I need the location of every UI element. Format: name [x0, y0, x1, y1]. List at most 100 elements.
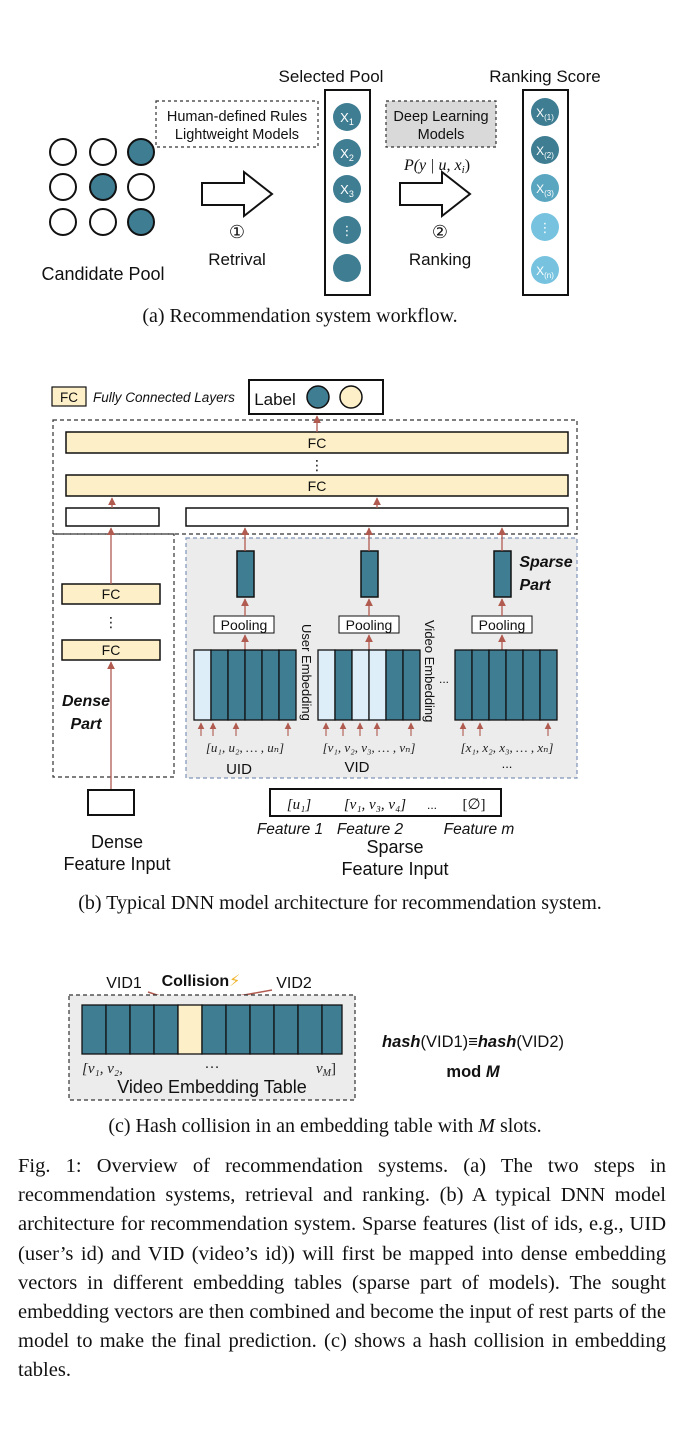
dense-feature-input-box	[87, 789, 135, 816]
embedding-cell	[261, 649, 280, 721]
sparse-part-line2: Part	[519, 577, 551, 594]
rules-line1: Human-defined Rules	[167, 109, 307, 125]
sparse-concat-box	[185, 507, 569, 527]
selected-item-circle	[333, 254, 361, 282]
candidate-circle	[49, 173, 77, 201]
legend-fc-swatch	[51, 386, 87, 407]
embedding-cell	[278, 649, 297, 721]
dense-fc-upper-text: FC	[102, 586, 121, 602]
table-slot	[225, 1004, 251, 1055]
dense-fc-dots: ⋮	[104, 614, 118, 630]
table-slot	[153, 1004, 179, 1055]
vid-pooling-text: Pooling	[346, 617, 393, 633]
dense-fc-lower-text: FC	[102, 642, 121, 658]
feature2-label: Feature 2	[337, 821, 404, 838]
panel-b-architecture: FC Fully Connected Layers Label FC ⋮ FC …	[51, 379, 602, 914]
selected-item-circle	[333, 175, 361, 203]
embedding-cell	[454, 649, 473, 721]
vid-pooled-vector	[360, 550, 379, 598]
panel-c-hash-collision: VID1 Collision⚡ VID2 [v₁, v₂, … vM] Vide…	[68, 973, 564, 1137]
panel-b-caption: (b) Typical DNN model architecture for r…	[78, 892, 602, 914]
legend-description: Fully Connected Layers	[93, 390, 235, 405]
table-slot	[249, 1004, 275, 1055]
dense-fc-lower	[61, 639, 161, 661]
vid2-label: VID2	[276, 975, 312, 992]
sparse-feat-u1: [u₁]	[287, 797, 312, 813]
ranking-score-title: Ranking Score	[489, 67, 601, 86]
candidate-pool-circles	[49, 138, 155, 236]
video-embedding-label: Video Embedding	[422, 620, 437, 722]
video-embedding-table-slots	[81, 1004, 343, 1055]
ranked-ellipsis: ⋮	[539, 220, 552, 235]
vid1-label: VID1	[106, 975, 142, 992]
ranked-item-label: X(1)	[536, 106, 554, 122]
selected-ellipsis: ⋮	[341, 223, 354, 238]
label-text: Label	[254, 390, 296, 409]
user-embedding-table	[193, 649, 297, 721]
panel-a-workflow: Candidate Pool Human-defined Rules Light…	[41, 67, 600, 327]
collision-label: Collision⚡	[162, 973, 241, 990]
mod-m: mod M	[446, 1063, 500, 1081]
tables-hdots: ...	[439, 672, 449, 686]
ranking-items: X(1) X(2) X(3) ⋮ X(n)	[531, 98, 559, 284]
feature-m-embedding-table	[454, 649, 558, 721]
candidate-circle	[127, 173, 155, 201]
table-label: Video Embedding Table	[117, 1077, 306, 1097]
panel-c-caption: (c) Hash collision in an embedding table…	[108, 1115, 541, 1137]
table-list-mid: …	[205, 1056, 220, 1072]
uid-id-list: [u₁, u₂, … , uₙ]	[206, 740, 284, 755]
fc-stack-dots: ⋮	[310, 457, 324, 473]
table-slot	[81, 1004, 107, 1055]
embedding-cell	[317, 649, 336, 721]
table-slot	[105, 1004, 131, 1055]
embedding-cell	[471, 649, 490, 721]
ranked-item-circle	[531, 213, 559, 241]
selected-item-circle	[333, 103, 361, 131]
sparse-input-line1: Sparse	[366, 837, 423, 857]
hash-equation: hash(VID1)≡hash(VID2)	[382, 1033, 564, 1051]
dense-input-line1: Dense	[91, 832, 143, 852]
ranked-item-circle	[531, 98, 559, 126]
table-slot	[129, 1004, 155, 1055]
sparse-input-line2: Feature Input	[341, 859, 448, 879]
candidate-circle	[89, 138, 117, 166]
user-embedding-label: User Embedding	[299, 624, 314, 721]
sparse-part-line1: Sparse	[519, 554, 572, 571]
sparse-feat-dots: ...	[427, 798, 437, 812]
embedding-cell	[334, 649, 353, 721]
label-circle-positive	[306, 385, 330, 409]
table-slot	[201, 1004, 227, 1055]
table-slot	[273, 1004, 299, 1055]
embedding-cell	[488, 649, 507, 721]
ranked-item-circle	[531, 136, 559, 164]
dense-part-line2: Part	[70, 716, 102, 733]
sparse-feature-input-box	[269, 788, 502, 817]
vid-label: VID	[344, 759, 369, 776]
retrieval-arrow	[201, 169, 274, 219]
table-list-start: [v₁, v₂,	[82, 1061, 123, 1077]
dense-input-line2: Feature Input	[63, 854, 170, 874]
ranked-item-label: X(2)	[536, 144, 554, 160]
ranked-item-label: X(n)	[536, 264, 554, 280]
embedding-cell	[193, 649, 212, 721]
selected-pool-title: Selected Pool	[279, 67, 384, 86]
sparse-feat-v: [v₁, v₃, v₄]	[344, 797, 406, 813]
rules-line2: Lightweight Models	[175, 127, 299, 143]
candidate-pool-label: Candidate Pool	[41, 264, 164, 284]
candidate-circle	[89, 173, 117, 201]
featurem-label: Feature m	[444, 821, 515, 838]
vid-id-list: [v₁, v₂, v₃, … , vₙ]	[323, 740, 416, 755]
step1-symbol: ①	[229, 222, 245, 242]
label-circle-negative	[339, 385, 363, 409]
fc-layer-top-text: FC	[308, 435, 327, 451]
fc-layer-second-text: FC	[308, 478, 327, 494]
feature1-label: Feature 1	[257, 821, 323, 838]
rules-box	[155, 100, 319, 148]
video-embedding-table	[317, 649, 421, 721]
feature-m-pooled-vector	[493, 550, 512, 598]
embedding-cell	[368, 649, 387, 721]
candidate-circle	[49, 208, 77, 236]
panel-a-caption: (a) Recommendation system workflow.	[142, 305, 457, 327]
uid-pooling-text: Pooling	[221, 617, 268, 633]
sparse-feat-empty: [∅]	[462, 797, 485, 813]
